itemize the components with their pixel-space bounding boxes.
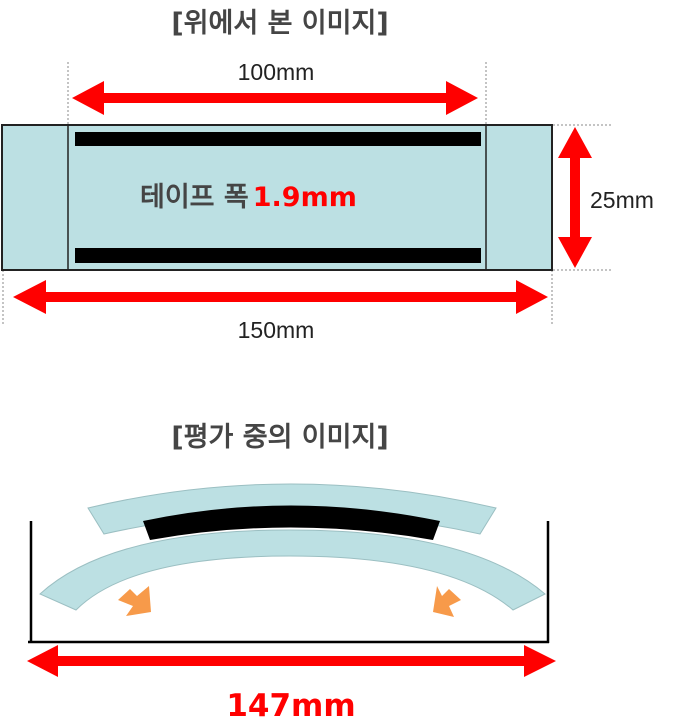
tape-strip-bottom [75,248,481,263]
outer-length-label: 150mm [238,317,315,343]
force-arrow-right-icon [433,586,461,617]
span-arrow [27,645,556,677]
lower-bent-plate [39,529,546,611]
top-view-title: [위에서 본 이미지] [171,8,388,39]
inner-length-label: 100mm [238,59,315,85]
eval-view-title: [평가 중의 이미지] [171,422,388,453]
bent-tape-strip [143,505,440,540]
span-label: 147mm [226,688,355,721]
tape-width-value: 1.9mm [253,182,357,213]
inner-length-arrow [72,81,478,115]
substrate-plate [1,124,553,271]
force-arrow-left-icon [118,586,151,616]
tape-strip-top [75,132,481,146]
fixture-frame [28,521,550,644]
outer-length-arrow [13,280,548,314]
width-label: 25mm [590,187,654,213]
extension-lines [2,62,612,326]
tape-width-label: 테이프 폭 [140,182,249,213]
width-arrow [558,127,592,268]
